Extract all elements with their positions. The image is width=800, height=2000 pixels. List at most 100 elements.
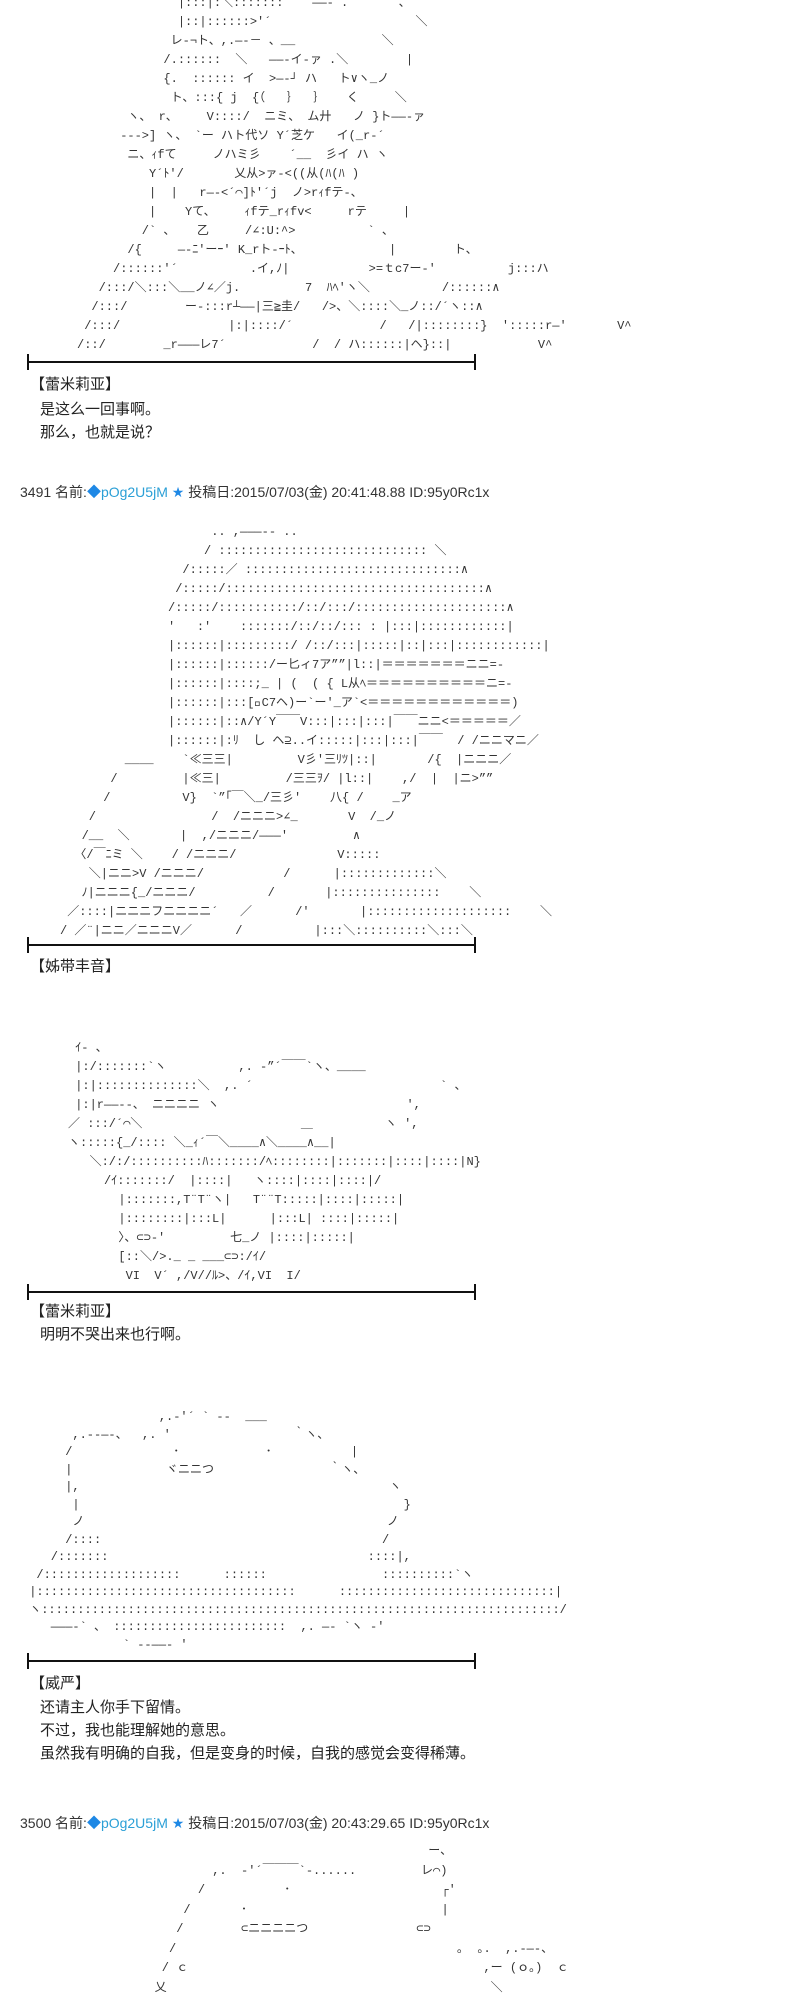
ascii-art-line: |:/:::::::`ヽ ,. -”´￣￣`ヽ、____ [68,1060,366,1074]
ascii-art-line: /__ ＼ | ,/ニニニ/―――' ∧ [60,829,361,843]
ascii-art-line: 〈/￣ﾆミ ＼ / /ニニニ/ V::::: [60,848,381,862]
ascii-art-line: | } [22,1497,411,1512]
ascii-art-line: .. ,―――‐- .. [60,525,298,539]
ascii-art-line: /ｲ:::::::/ |::::| ヽ::::|::::|::::|/ [68,1174,382,1188]
ascii-art-line: / / /ニニニ>∠_ V /_ノ [60,810,397,824]
divider [27,1653,476,1669]
ascii-art-line: |::::::|:::[ﾟC7ヘ)ー`ー'_ア`<＝＝＝＝＝＝＝＝＝＝＝＝) [60,696,519,710]
ascii-art-line: |::::::|::::;_ | ( ( { L从ﾍ＝＝＝＝＝＝＝＝＝＝ニ=‐ [60,677,513,691]
speaker-name: 【蕾米莉亚】 [30,1303,121,1320]
ascii-art-line: /:::::/:::::::::::::::::::::::::::::::::… [60,582,493,596]
ascii-art-line: / ｡ ｡. ,.-―-、 [97,1941,554,1956]
tripcode-link[interactable]: pOg2U5jM [100,1815,168,1831]
ascii-art-line: /::/ _r―――レ7´ / / ハ::::::|ヘ}::| V^ [77,338,553,352]
ascii-art-line: /:::: / [22,1532,390,1547]
diamond-icon: ◆ [86,484,101,500]
ascii-art-line: |, ヽ [22,1480,402,1494]
ascii-art-line: ﾉ|ニニニ{_/ニニニ/ / |::::::::::::::: ＼ [60,886,482,900]
divider-tick [27,354,29,370]
ascii-art-line: /` 、 乙 /∠:U:^> ` 、 [77,224,394,238]
ascii-art-line: レ‐¬ト、,.―‐－ 、__ ＼ [77,34,394,48]
ascii-art-line: ―――-` 、 :::::::::::::::::::::::: ,. ―‐ `… [22,1620,385,1634]
ascii-art-line: / |≪三| /三三ｦ/ |l::| ,/ | |ニ>”” [60,772,494,786]
ascii-art-line: / ･ ･ | [22,1445,359,1459]
post-header: 3491 名前:◆pOg2U5jM ★ 投稿日:2015/07/03(金) 20… [20,484,489,500]
ascii-art-line: 乂 ＼ [97,1980,503,1995]
dialogue-line: 那么，也就是说？ [40,424,161,441]
ascii-art-line: ニ、ｨfて ノハミ彡 ´__ 彡イ ハ ヽ [77,148,388,162]
ascii-art-line: ／ :::/´⌒＼ ＿ ヽ ', [68,1117,419,1131]
post-datetime: 2015/07/03(金) 20:41:48.88 [234,484,406,500]
dialogue-line: 是这么一回事啊。 [40,401,161,418]
ascii-art-line: / ･ ┌' [97,1883,456,1897]
ascii-art-line: /.:::::: ＼ ――‐イ-ァ .＼ | [77,53,414,67]
ascii-art-line: /::::::: ::::|, [22,1550,411,1564]
ascii-art-line: [::＼/>._ _ ___⊂⊃:/ｲ/ [68,1250,267,1264]
post-number: 3500 [20,1815,52,1831]
divider-tick [474,1284,476,1300]
ascii-art-line: / ::::::::::::::::::::::::::::: ＼ [60,544,447,558]
tripcode-link[interactable]: pOg2U5jM [100,484,168,500]
ascii-art-crying-character: ｲ‐ 、 |:/:::::::`ヽ ,. -”´￣￣`ヽ、____ |:|:::… [68,1039,481,1286]
ascii-art-line: | Yて、 ｨfテ_rｨfv< rテ | [77,205,411,219]
ascii-art-line: |:|::::::::::::::＼ ,. ´ ` 、 [68,1079,467,1093]
ascii-art-line: ヽ:::::{_/:::: ＼_ｨ´￣＼____∧＼____∧__| [68,1136,336,1150]
ascii-art-line: ト、:::{ j {（ ｝ ｝ く ＼ [77,91,407,105]
ascii-art-line: ー、 [97,1844,453,1858]
ascii-art-line: --->] ヽ、 `ー ハト代ソ Y´芝ケ イ(_r‐´ [77,129,385,143]
ascii-art-line: 〉、⊂⊃-' 七_ノ |::::|:::::| [68,1231,355,1245]
ascii-art-line: /{ ―‐ﾆ'ーｰ' K_rト-ｰﾄ、 | ト、 [77,243,478,257]
ascii-art-line: |:|r――‐-、 ニニニニ ヽ ', [68,1098,421,1112]
ascii-art-line: VI V´ ,/V//ﾙ>、/ｲ,VI I/ [68,1269,301,1283]
divider-tick [474,354,476,370]
post-header: 3500 名前:◆pOg2U5jM ★ 投稿日:2015/07/03(金) 20… [20,1815,489,1831]
ascii-art-line: ヽ、 r、 V::::/ ニミ、 ム廾 ノ }ト――‐ァ [77,110,426,124]
divider-tick [474,1653,476,1669]
ascii-art-line: / ⊂ニニニニつ ⊂⊃ [97,1922,431,1936]
ascii-art-line: ヽ:::::::::::::::::::::::::::::::::::::::… [22,1602,567,1617]
ascii-art-remilia: |:::|:＼::::::: ――‐ . ` 、 |::|::::::>'´ ＼… [77,0,632,355]
star-icon: ★ [171,1815,185,1831]
speaker-name: 【蕾米莉亚】 [30,376,121,393]
dialogue-line: 不过，我也能理解她的意思。 [40,1722,236,1739]
ascii-art-line: |:::|:＼::::::: ――‐ . ` 、 [77,0,411,10]
ascii-art-line: ｲ‐ 、 [68,1041,108,1055]
ascii-art-line: ' :' :::::::/::/::/::: : |:::|::::::::::… [60,620,514,634]
divider [27,937,476,953]
poster-id: ID:95y0Rc1x [409,484,490,500]
ascii-art-blob-creature: ,.-'´ ` ‐- ___ ,.--―-、 ,. ' ｀ヽ、 / ･ ･ | … [22,1409,567,1654]
ascii-art-line: / ｃ ,ー (ｏ｡) ｃ [97,1961,569,1975]
ascii-art-line: /:::/ |:|::::/´ / /|::::::::} ':::::r―' … [77,319,632,333]
ascii-art-line: |::::::|:ﾘ し ヘ⊇..イ:::::|:::|:::|￣￣ / /ニニ… [60,734,539,748]
ascii-art-line: /:::/ ー-:::r┴――|三≧圭/ />、＼::::＼_ノ::/´ヽ::∧ [77,300,483,314]
ascii-art-line: ,. ‐'´￣￣￣`‐...... レ⌒) [97,1863,448,1878]
divider [27,1284,476,1300]
ascii-art-line: /:::/＼:::＼__ノ∠／j. 7 ﾊﾍ'ヽ＼ /::::::∧ [77,281,500,295]
dialogue-line: 明明不哭出来也行啊。 [40,1326,191,1343]
diamond-icon: ◆ [86,1815,101,1831]
ascii-art-line: |:::::::::::::::::::::::::::::::::::: ::… [22,1585,563,1599]
ascii-art-line: ／::::|ニニニフニニニニ´ ／ /' |::::::::::::::::::… [60,905,553,919]
ascii-art-line: ,.--―-、 ,. ' ｀ヽ、 [22,1427,330,1442]
ascii-art-line: /:::::/:::::::::::/::/:::/::::::::::::::… [60,601,514,615]
ascii-art-line: |:::::::,T¨T¨ヽ| T¨¨T:::::|::::|:::::| [68,1193,405,1207]
poster-id: ID:95y0Rc1x [409,1815,490,1831]
ascii-art-line: / ／¨|ニニ／ニニニV／ / |:::＼::::::::::＼:::＼ [60,924,473,938]
ascii-art-line: |::::::|:::::::::/ /::/:::|:::::|::|:::|… [60,639,550,653]
name-label: 名前: [55,1815,87,1831]
ascii-art-line: {. :::::: イ >―‐┘ ハ ト∨ヽ_ノ [77,72,390,86]
divider-tick [474,937,476,953]
ascii-art-line: ,.-'´ ` ‐- ___ [22,1410,267,1424]
ascii-art-line: | ヾニニつ ｀ヽ、 [22,1462,366,1477]
divider-tick [27,937,29,953]
dialogue-line: 虽然我有明确的自我，但是变身的时候，自我的感觉会变得稀薄。 [40,1745,476,1762]
ascii-art-line: | | r―‐<´⌒]ﾄ'´j ノ>rｨfテ-、 [77,186,363,200]
date-label: 投稿日: [188,1815,235,1831]
ascii-art-line: |::::::|::::::/ー匕ィ7ア””|l::|＝＝＝＝＝＝＝ニニ=‐ [60,658,505,672]
star-icon: ★ [171,484,185,500]
ascii-art-blob-creature-2: ー、 ,. ‐'´￣￣￣`‐...... レ⌒) / ･ ┌' / ･ | / … [97,1842,569,1998]
ascii-art-line: Y´ﾄ'/ 乂从>ァ‐<((从(ﾊ(ﾊ ) [77,167,360,181]
divider-tick [27,1653,29,1669]
dialogue-line: 还请主人你手下留情。 [40,1699,191,1716]
ascii-art-hat-character: .. ,―――‐- .. / :::::::::::::::::::::::::… [60,523,552,941]
